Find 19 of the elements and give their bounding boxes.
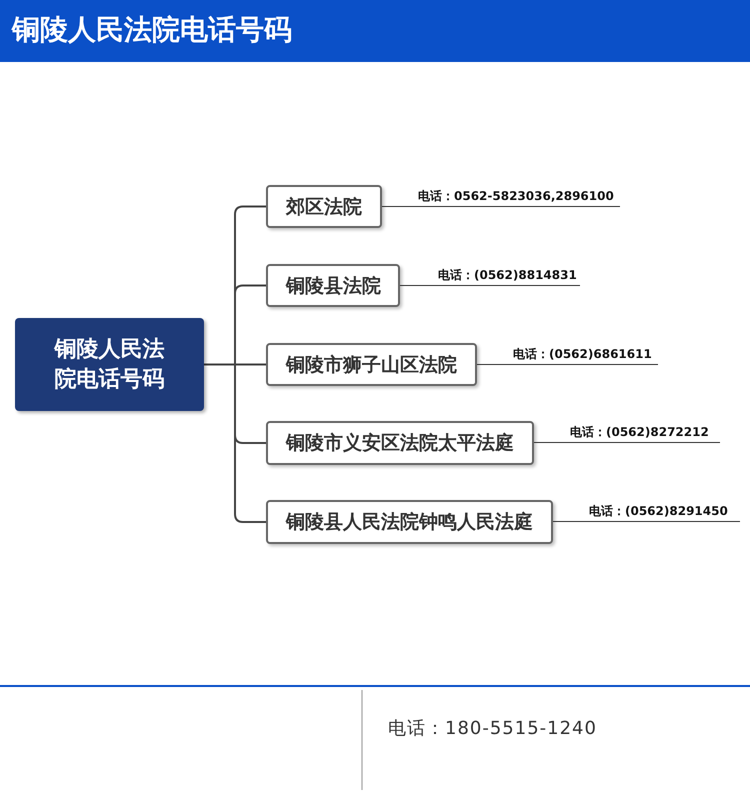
court-box bbox=[266, 421, 534, 465]
page-title: 铜陵人民法院电话号码 bbox=[12, 12, 292, 48]
central-title: 铜陵人民法院电话号码 bbox=[52, 336, 166, 394]
court-name: 铜陵市义安区法院太平法庭 bbox=[286, 431, 514, 456]
court-name: 郊区法院 bbox=[286, 194, 362, 220]
phone-number: 电话：(0562)8272212 bbox=[534, 424, 720, 443]
phone-number: 电话：(0562)6861611 bbox=[477, 346, 658, 364]
phone-number: 电话：(0562)8814831 bbox=[400, 266, 580, 286]
phone-number: 电话：(0562)8291450 bbox=[553, 503, 740, 522]
contact-text: 电话：180-5515-1240 bbox=[388, 717, 597, 740]
court-box bbox=[266, 343, 477, 386]
court-name: 铜陵县法院 bbox=[286, 274, 381, 298]
court-box bbox=[266, 500, 553, 544]
court-box bbox=[266, 264, 400, 307]
central-box bbox=[15, 318, 204, 411]
court-box bbox=[266, 185, 382, 228]
court-name: 铜陵市狮子山区法院 bbox=[286, 352, 457, 378]
phone-number: 电话：0562-5823036,2896100 bbox=[382, 188, 620, 206]
court-name: 铜陵县人民法院钟鸣人民法庭 bbox=[286, 510, 533, 535]
